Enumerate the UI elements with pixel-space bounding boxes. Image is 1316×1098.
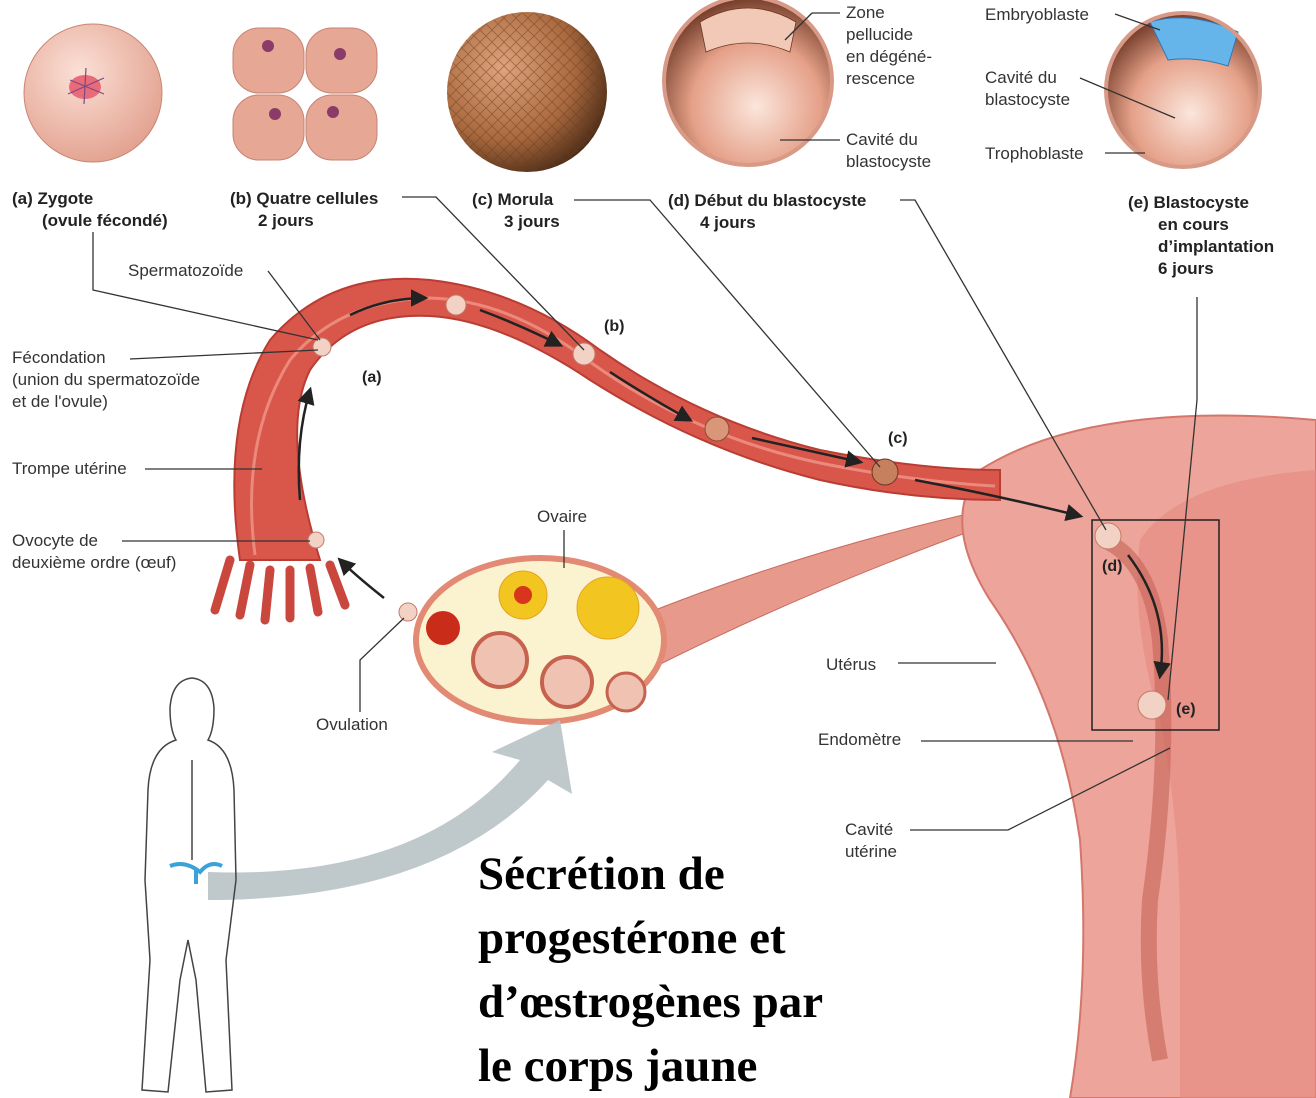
fecondation-label: Fécondation (union du spermatozoïde et d… xyxy=(12,347,200,413)
ovocyte-label: Ovocyte de deuxième ordre (œuf) xyxy=(12,530,176,574)
stage-d-title: (d) Début du blastocyste xyxy=(668,190,866,212)
stage-d-subtitle: 4 jours xyxy=(700,212,756,234)
endometre-label: Endomètre xyxy=(818,729,901,751)
blastocyst-cavity-d-label: Cavité du blastocyste xyxy=(846,129,931,173)
trophoblaste-label: Trophoblaste xyxy=(985,143,1084,165)
blastocyst-cavity-e-label: Cavité du blastocyste xyxy=(985,67,1070,111)
marker-e: (e) xyxy=(1176,701,1196,719)
stage-c-subtitle: 3 jours xyxy=(504,211,560,233)
ovaire-label: Ovaire xyxy=(537,506,587,528)
spermatozoide-label: Spermatozoïde xyxy=(128,260,243,282)
ovulation-label: Ovulation xyxy=(316,714,388,736)
zygote-illustration xyxy=(24,24,162,162)
zone-pellucide-label: Zone pellucide en dégéné- rescence xyxy=(846,2,932,90)
stage-c-title: (c) Morula xyxy=(472,189,553,211)
marker-d: (d) xyxy=(1102,558,1122,576)
uterus-label: Utérus xyxy=(826,654,876,676)
uterus xyxy=(962,416,1316,1098)
embryoblaste-label: Embryoblaste xyxy=(985,4,1089,26)
four-cells-illustration xyxy=(233,28,377,160)
trompe-uterine-label: Trompe utérine xyxy=(12,458,127,480)
implanting-blastocyst-illustration xyxy=(1106,13,1260,167)
stage-e-subtitle: en cours d’implantation 6 jours xyxy=(1158,214,1274,280)
ovary xyxy=(416,510,990,722)
marker-a: (a) xyxy=(362,369,382,387)
marker-b: (b) xyxy=(604,318,624,336)
marker-c: (c) xyxy=(888,430,908,448)
stage-b-subtitle: 2 jours xyxy=(258,210,314,232)
stage-a-subtitle: (ovule fécondé) xyxy=(42,210,168,232)
stage-b-title: (b) Quatre cellules xyxy=(230,188,378,210)
morula-illustration xyxy=(447,12,607,172)
stage-e-title: (e) Blastocyste xyxy=(1128,192,1249,214)
stage-a-title: (a) Zygote xyxy=(12,188,93,210)
corpus-luteum-caption: Sécrétion de progestérone et d’œstrogène… xyxy=(478,842,898,1098)
